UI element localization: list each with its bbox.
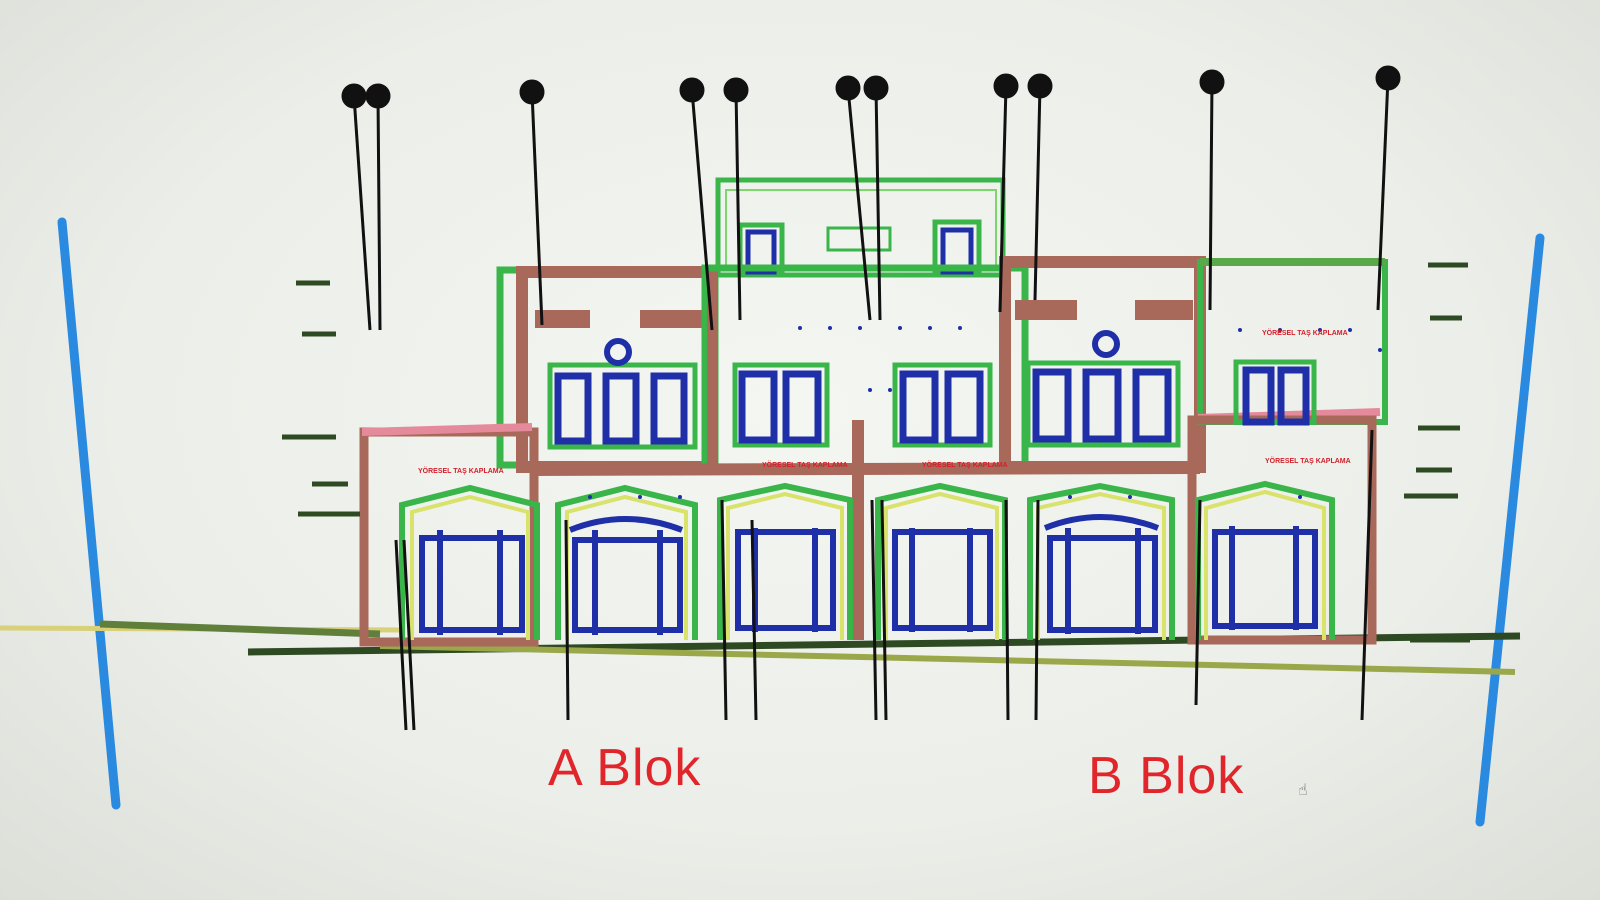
b-window-pair: [892, 362, 993, 448]
grid-axis-left: [57, 217, 121, 810]
b-upper-cornice-1: [1015, 300, 1077, 320]
b-annex-window: [1233, 359, 1317, 426]
a-upper-cornice-1: [535, 310, 590, 328]
shopfront-4: [875, 482, 1008, 640]
shopfront-5: [1027, 482, 1175, 640]
cladding-note-4: YÖRESEL TAŞ KAPLAMA: [1262, 330, 1348, 337]
block-label-a: A Blok: [548, 739, 702, 797]
roof-door-right-blue: [940, 227, 974, 275]
section-lines: [394, 429, 1374, 731]
shopfront-3: [717, 482, 853, 640]
grid-axis-right: [1475, 233, 1545, 827]
block-label-b: B Blok: [1088, 747, 1245, 805]
b-upper-cornice-2: [1135, 300, 1193, 320]
cladding-note-1: YÖRESEL TAŞ KAPLAMA: [418, 468, 504, 475]
cladding-note-2: YÖRESEL TAŞ KAPLAMA: [762, 462, 848, 469]
a-upper-cornice-2: [640, 310, 702, 328]
shopfront-6: [1195, 480, 1335, 640]
cladding-note-5: YÖRESEL TAŞ KAPLAMA: [1265, 458, 1351, 465]
a-window-triplet: [547, 338, 698, 450]
leader-lines: [341, 65, 1401, 331]
shopfront-1: [399, 484, 540, 640]
b-annex-frame: [1197, 259, 1388, 425]
roof-bench: [826, 226, 892, 252]
parapet-pink-left: [361, 423, 533, 436]
ground-band: [529, 462, 1201, 476]
ground-line-olive: [379, 643, 1516, 675]
hand-cursor-icon: ☝: [1298, 780, 1308, 799]
anchor-dots: [588, 326, 1382, 499]
b-window-triplet: [1025, 330, 1181, 448]
shopfront-2: [555, 484, 698, 640]
roof-door-left-blue: [745, 229, 777, 275]
a-window-pair: [732, 362, 830, 448]
level-markers: [256, 262, 1470, 655]
ground-line-green: [99, 620, 381, 638]
cladding-note-3: YÖRESEL TAŞ KAPLAMA: [922, 462, 1008, 469]
